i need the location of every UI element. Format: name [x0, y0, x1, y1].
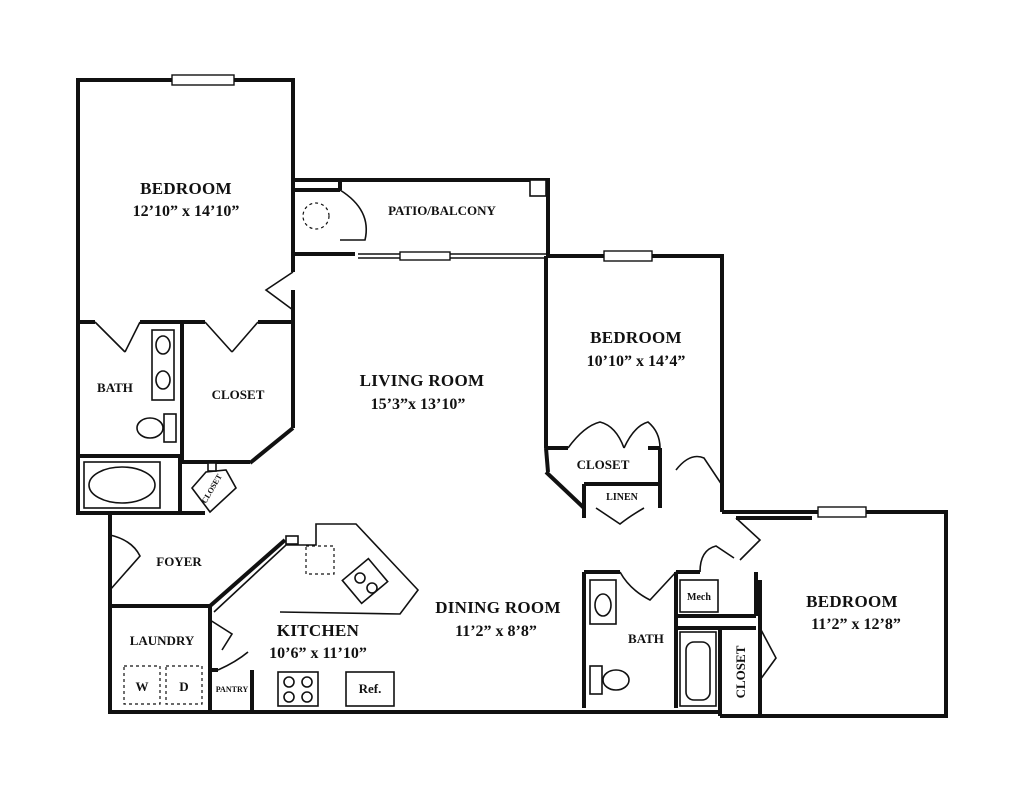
door-swing: [595, 507, 645, 525]
door-swing: [759, 627, 777, 681]
toilet-icon: [602, 669, 630, 691]
fixtures: [83, 179, 719, 707]
door-swing: [209, 619, 234, 651]
living-room-dims: 15’3”x 13’10”: [371, 396, 466, 413]
patio-post: [529, 179, 547, 197]
washer: [123, 665, 161, 705]
bedroom3-dims: 11’2” x 12’8”: [811, 616, 901, 633]
kitchen-sink-drain: [366, 582, 378, 594]
refrigerator-label: Ref.: [359, 681, 382, 696]
window: [399, 251, 451, 261]
dryer-label: D: [179, 679, 188, 694]
foyer-name: FOYER: [156, 554, 202, 569]
burner: [283, 691, 295, 703]
door-swing: [619, 571, 677, 601]
mech-closet: [679, 579, 719, 613]
door-swing: [264, 271, 294, 311]
window: [603, 250, 653, 262]
door-swing: [675, 455, 723, 486]
window: [171, 74, 235, 86]
bedroom3-name: BEDROOM: [806, 592, 898, 611]
toilet-icon: [136, 417, 164, 439]
patio-fixture-icon: [302, 202, 330, 230]
bedroom2-dims: 10’10” x 14’4”: [587, 353, 686, 370]
room-labels: BEDROOM 12’10” x 14’10” PATIO/BALCONY LI…: [97, 179, 901, 698]
bath2-name: BATH: [628, 631, 664, 646]
door-swing: [735, 517, 762, 561]
bathtub-basin: [88, 466, 156, 504]
burner: [301, 676, 313, 688]
door-swing: [94, 321, 141, 353]
toilet-tank: [163, 413, 177, 443]
windows: [171, 74, 867, 518]
stove-icon: [277, 671, 319, 707]
dishwasher: [305, 545, 335, 575]
burner: [283, 676, 295, 688]
door-swing: [567, 421, 625, 449]
doors: [94, 189, 777, 681]
dining-room-name: DINING ROOM: [435, 598, 561, 617]
closet-small-name: CLOSET: [200, 472, 224, 505]
bath1-name: BATH: [97, 380, 133, 395]
door-swing: [699, 545, 735, 573]
door-swing: [204, 321, 259, 353]
living-room-name: LIVING ROOM: [360, 371, 485, 390]
bedroom1-dims: 12’10” x 14’10”: [133, 203, 240, 220]
window: [817, 506, 867, 518]
bathtub-basin: [685, 641, 711, 701]
patio-name: PATIO/BALCONY: [388, 203, 496, 218]
sink-icon: [155, 370, 171, 390]
refrigerator: [345, 671, 395, 707]
door-swing: [339, 189, 367, 241]
door-swing: [623, 421, 661, 449]
washer-label: W: [136, 679, 149, 694]
bedroom2-name: BEDROOM: [590, 328, 682, 347]
post: [285, 535, 299, 545]
linen-name: LINEN: [606, 492, 638, 503]
door-swing: [217, 651, 249, 671]
sink-icon: [155, 335, 171, 355]
closet1-name: CLOSET: [212, 387, 265, 402]
kitchen-sink-icon: [341, 557, 389, 605]
door-swing: [190, 469, 238, 514]
dryer: [165, 665, 203, 705]
pantry-label: PANTRY: [216, 685, 249, 694]
toilet-tank: [589, 665, 603, 695]
burner: [301, 691, 313, 703]
kitchen-dims: 10’6” x 11’10”: [269, 645, 367, 662]
closet2-name: CLOSET: [577, 457, 630, 472]
sink-icon: [594, 593, 612, 617]
bedroom1-name: BEDROOM: [140, 179, 232, 198]
door-swing: [109, 534, 141, 591]
walls: [76, 78, 948, 718]
dining-room-dims: 11’2” x 8’8”: [455, 623, 537, 640]
kitchen-name: KITCHEN: [277, 621, 360, 640]
kitchen-sink-drain: [354, 572, 366, 584]
post: [207, 462, 217, 472]
laundry-name: LAUNDRY: [130, 633, 195, 648]
mech-name: Mech: [687, 592, 711, 603]
closet3-name: CLOSET: [733, 645, 748, 698]
